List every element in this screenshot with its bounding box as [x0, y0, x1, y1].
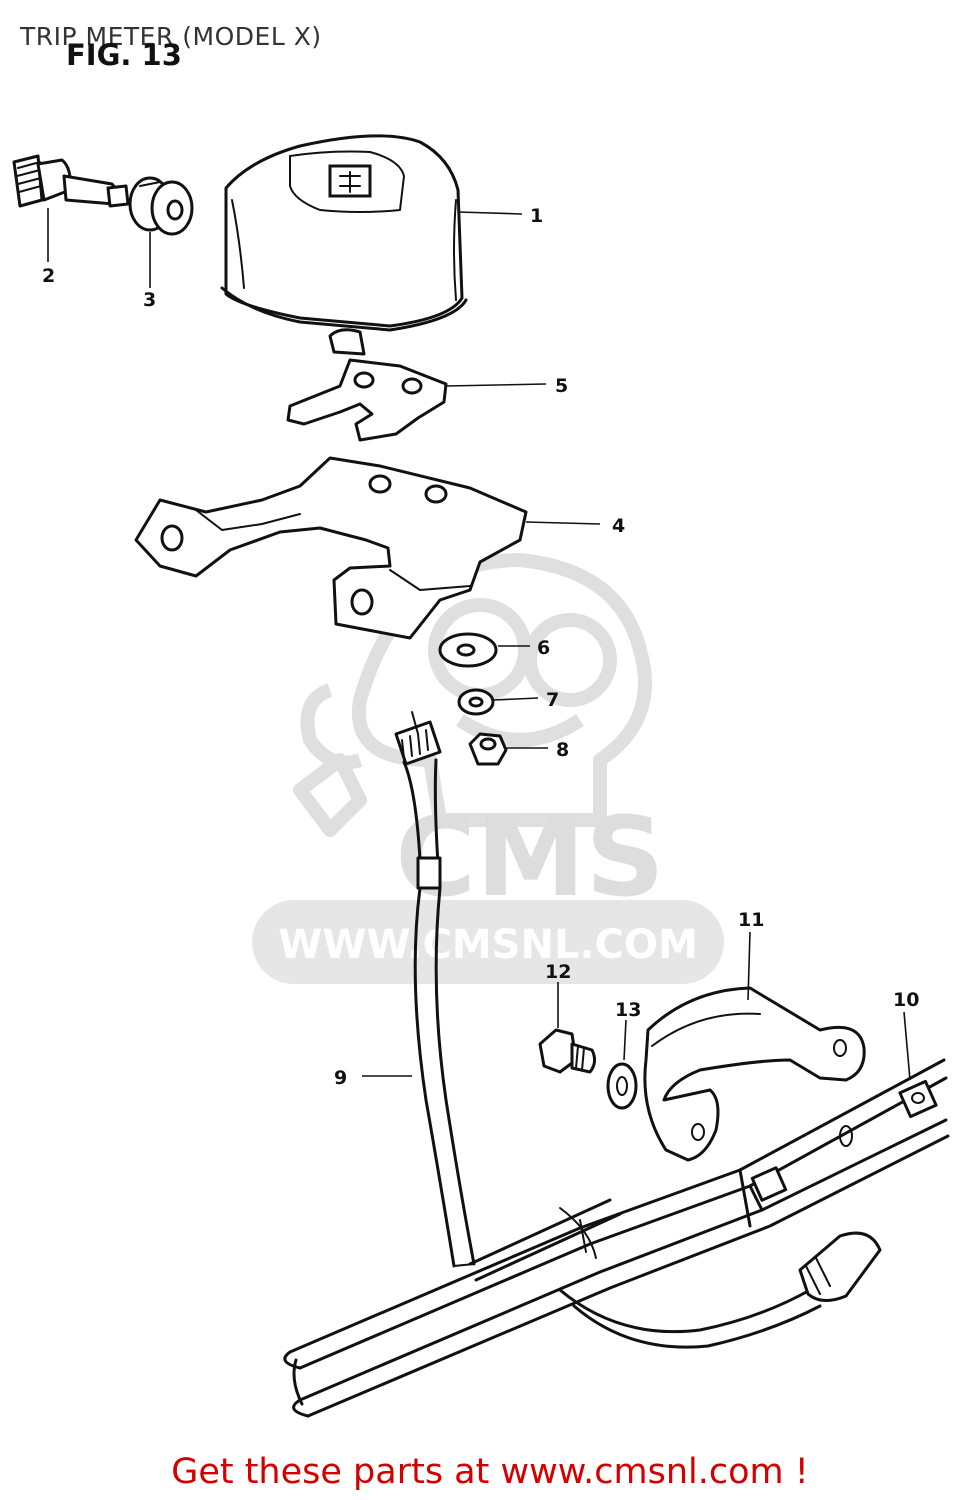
part-5-mounting-plate [286, 358, 448, 442]
callout-8: 8 [556, 739, 569, 761]
callout-7: 7 [546, 689, 559, 711]
callout-2: 2 [42, 265, 55, 287]
figure-label: FIG. 13 [66, 38, 182, 72]
footer-link-text[interactable]: Get these parts at www.cmsnl.com ! [171, 1452, 809, 1492]
callout-13: 13 [615, 999, 641, 1021]
part-3-grommet [128, 176, 194, 236]
part-6-washer [438, 632, 498, 668]
callout-10: 10 [893, 989, 919, 1011]
part-13-washer [606, 1062, 638, 1110]
part-1-trip-meter-housing [220, 134, 468, 356]
callout-3: 3 [143, 289, 156, 311]
callout-4: 4 [612, 515, 625, 537]
part-10-frame-stay [283, 1058, 950, 1418]
watermark-url-bar [252, 900, 724, 984]
callout-6: 6 [537, 637, 550, 659]
part-11-clamp [643, 986, 866, 1162]
page-title: TRIP METER (MODEL X) [20, 22, 322, 51]
callout-5: 5 [555, 375, 568, 397]
part-7-lock-washer [457, 688, 495, 716]
part-12-bolt [538, 1028, 597, 1074]
callout-labels: 1 2 3 4 5 6 7 8 9 10 11 12 13 [42, 205, 919, 1089]
callout-12: 12 [545, 961, 571, 983]
part-2-reset-knob [12, 154, 130, 208]
watermark-url: WWW.CMSNL.COM [278, 922, 698, 968]
part-9-cable [394, 711, 476, 1268]
callout-1: 1 [530, 205, 543, 227]
callout-11: 11 [738, 909, 764, 931]
part-8-nut [468, 732, 508, 766]
watermark: CMS WWW.CMSNL.COM [252, 553, 724, 984]
part-4-bracket [134, 456, 528, 640]
callout-9: 9 [334, 1067, 347, 1089]
leader-lines [47, 208, 911, 1081]
